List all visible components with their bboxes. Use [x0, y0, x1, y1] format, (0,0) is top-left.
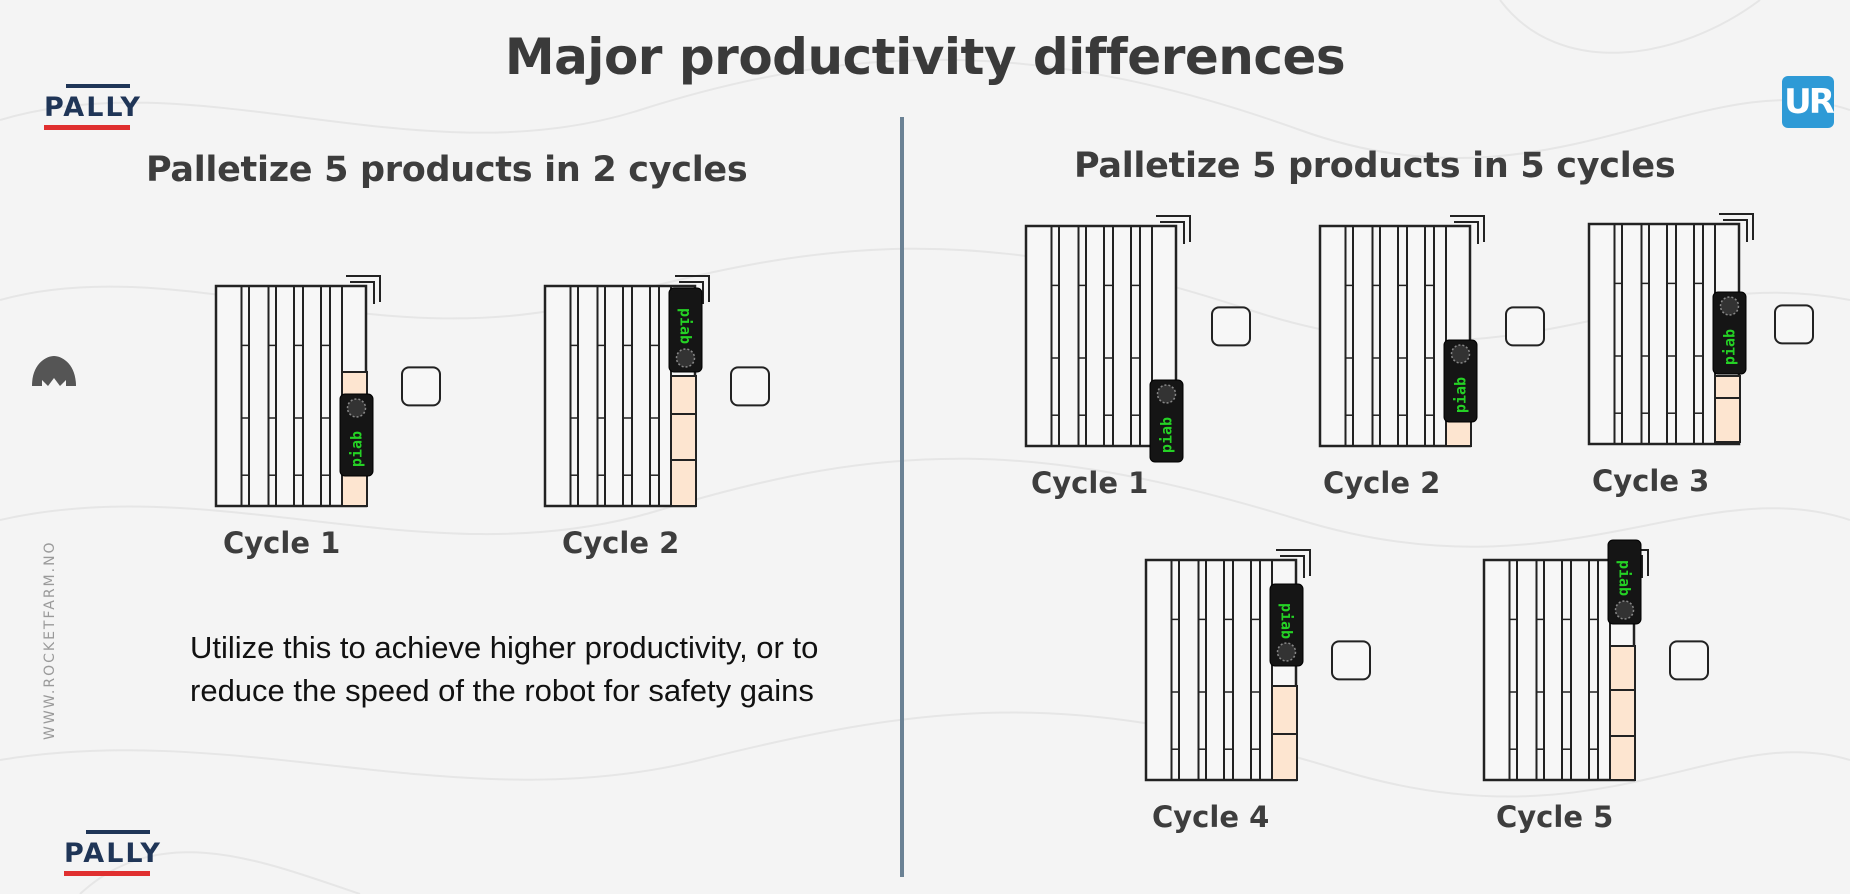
gripper-label: piab — [348, 431, 366, 467]
gripper-body — [1149, 379, 1184, 463]
right-cycle-4-label: Cycle 4 — [1152, 800, 1270, 834]
pally-logo-bottom-text: PALLY — [64, 838, 162, 869]
corner-marker — [350, 281, 375, 304]
corner-marker — [1276, 549, 1311, 576]
gripper-body — [339, 393, 374, 477]
gripper-body — [1607, 539, 1642, 625]
left-cycle-2-pallet — [543, 275, 770, 508]
pally-logo: PALLY — [44, 84, 140, 134]
center-divider — [900, 117, 904, 877]
ur-logo: UR — [1782, 76, 1835, 128]
pally-logo-mark — [44, 84, 130, 130]
gripper-suction-cup — [675, 348, 696, 368]
gripper-body — [1443, 339, 1478, 423]
left-cycle-2-label: Cycle 2 — [562, 526, 680, 560]
corner-marker — [1280, 555, 1305, 578]
right-cycle-3-label: Cycle 3 — [1592, 464, 1710, 498]
product-box — [1609, 645, 1636, 691]
rocketfarm-icon — [32, 356, 76, 386]
piab-gripper: piab — [668, 287, 703, 373]
page-title: Major productivity differences — [504, 28, 1346, 86]
piab-gripper: piab — [1607, 539, 1642, 625]
left-subtitle: Palletize 5 products in 2 cycles — [146, 150, 748, 190]
corner-marker — [1454, 221, 1479, 244]
gripper-label: piab — [677, 308, 695, 344]
product-box — [1271, 733, 1298, 781]
right-cycle-1-pallet — [1024, 215, 1251, 448]
piab-gripper: piab — [1712, 291, 1747, 375]
product-box — [670, 413, 697, 461]
product-box — [1609, 689, 1636, 737]
corner-marker — [346, 275, 381, 302]
gripper-body — [1712, 291, 1747, 375]
incoming-product-square — [1774, 304, 1814, 345]
product-box — [1609, 735, 1636, 781]
incoming-product-square — [1331, 640, 1371, 681]
right-cycle-2-label: Cycle 2 — [1323, 466, 1441, 500]
corner-marker — [1719, 213, 1754, 240]
gripper-suction-cup — [346, 398, 367, 418]
corner-marker — [1160, 221, 1185, 244]
piab-gripper: piab — [1149, 379, 1184, 463]
gripper-suction-cup — [1276, 642, 1297, 662]
gripper-body — [1269, 583, 1304, 667]
product-box — [670, 459, 697, 507]
corner-marker — [1156, 215, 1191, 242]
incoming-product-square — [1505, 306, 1545, 347]
gripper-label: piab — [1452, 377, 1470, 413]
gripper-label: piab — [1616, 560, 1634, 596]
gripper-label: piab — [1721, 329, 1739, 365]
incoming-product-square — [730, 366, 770, 407]
corner-marker — [1450, 215, 1485, 242]
right-cycle-1-label: Cycle 1 — [1031, 466, 1149, 500]
incoming-product-square — [1211, 306, 1251, 347]
left-cycle-1-label: Cycle 1 — [223, 526, 341, 560]
gripper-label: piab — [1158, 417, 1176, 453]
incoming-product-square — [401, 366, 441, 407]
product-box — [1714, 397, 1741, 443]
corner-marker — [1723, 219, 1748, 242]
piab-gripper: piab — [1443, 339, 1478, 423]
incoming-product-square — [1669, 640, 1709, 681]
gripper-suction-cup — [1156, 384, 1177, 404]
corner-marker — [675, 275, 710, 302]
gripper-suction-cup — [1719, 296, 1740, 316]
piab-gripper: piab — [339, 393, 374, 477]
right-subtitle: Palletize 5 products in 5 cycles — [1074, 146, 1676, 186]
pally-logo-text: PALLY — [44, 92, 142, 123]
right-cycle-5-pallet — [1482, 549, 1709, 782]
pally-logo-bottom-mark — [64, 830, 150, 876]
productivity-note: Utilize this to achieve higher productiv… — [190, 630, 819, 708]
gripper-suction-cup — [1614, 600, 1635, 620]
gripper-suction-cup — [1450, 344, 1471, 364]
gripper-body — [668, 287, 703, 373]
right-cycle-4-pallet — [1144, 549, 1371, 782]
right-cycle-5-label: Cycle 5 — [1496, 800, 1614, 834]
piab-gripper: piab — [1269, 583, 1304, 667]
gripper-label: piab — [1278, 603, 1296, 639]
corner-marker — [679, 281, 704, 304]
pally-logo-bottom: PALLY — [64, 830, 160, 880]
